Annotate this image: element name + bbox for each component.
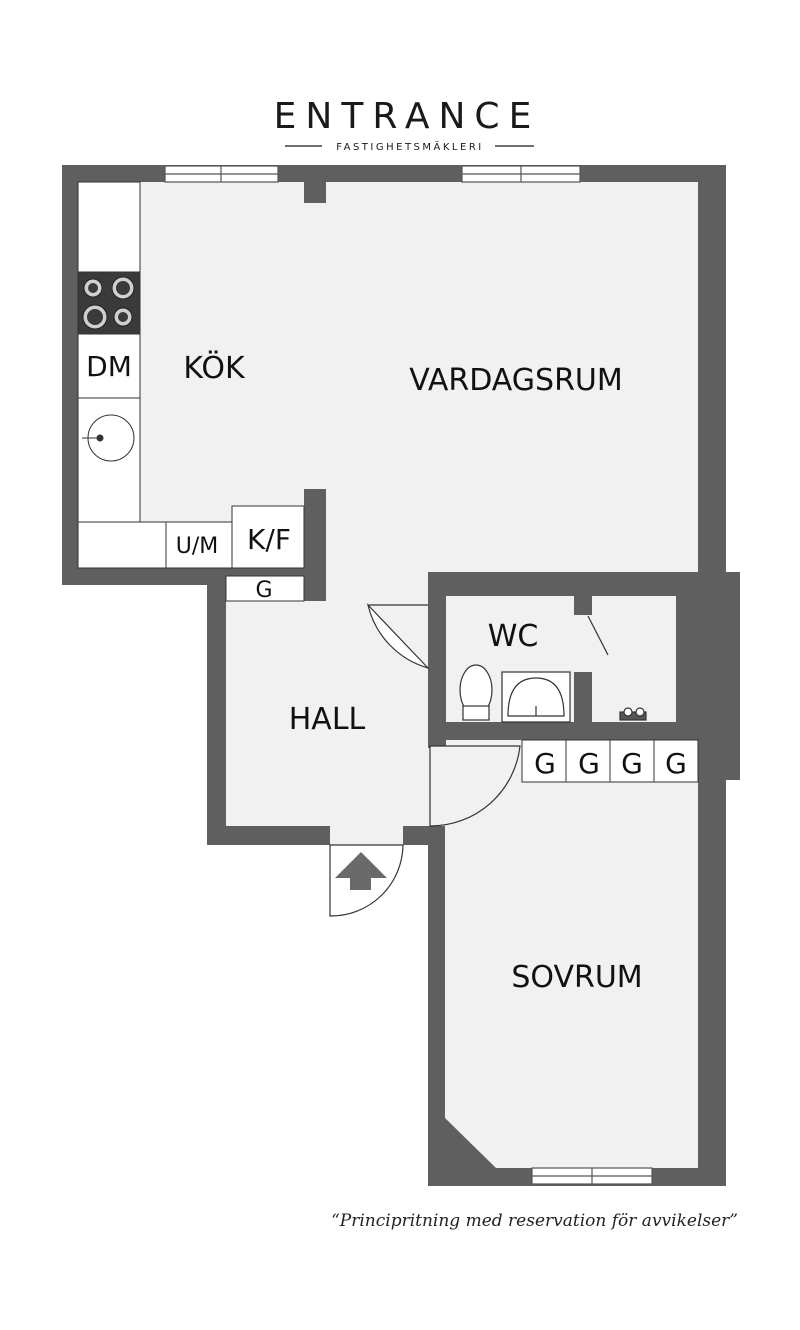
fixture-label-dishwasher: DM — [86, 350, 132, 383]
bedroom-wardrobes — [521, 739, 699, 783]
room-label-kitchen: KÖK — [183, 350, 246, 386]
window-top-right — [461, 165, 581, 183]
floor-bedroom — [445, 740, 698, 1168]
valve-icon — [619, 707, 647, 721]
washbasin-icon — [501, 671, 571, 723]
room-label-living-room: VARDAGSRUM — [409, 363, 623, 398]
dishwasher-box — [77, 333, 141, 399]
fridge-box — [231, 505, 305, 569]
brand-name: ENTRANCE — [274, 96, 541, 137]
kitchen-counter — [77, 181, 305, 602]
wall-hall-wc-top — [428, 572, 446, 622]
fixture-label-fridge-freezer: K/F — [247, 523, 291, 556]
brand-logo: ENTRANCE FASTIGHETSMÄKLERI — [274, 96, 541, 153]
fixture-label-wardrobe-4: G — [665, 747, 687, 780]
fixture-label-wardrobe-3: G — [621, 747, 643, 780]
wall-pillar — [304, 182, 326, 203]
wc-door — [366, 602, 430, 670]
window-top-left — [164, 165, 279, 183]
floor-kitchen-living — [78, 182, 698, 594]
toilet-icon — [459, 664, 493, 721]
fixture-label-hall-wardrobe: G — [255, 578, 272, 603]
wall-kitchen-partition — [304, 489, 326, 601]
fixture-label-wardrobe-1: G — [534, 747, 556, 780]
entrance-arrow-icon — [335, 852, 387, 890]
disclaimer-text: “Principritning med reservation för avvi… — [331, 1211, 738, 1231]
room-label-hall: HALL — [289, 702, 366, 737]
doors — [329, 602, 609, 917]
fixture-label-wardrobe-2: G — [578, 747, 600, 780]
room-label-wc: WC — [488, 619, 539, 654]
wall-hall-wc-bottom — [428, 668, 446, 748]
wall-wc-partition — [574, 672, 592, 722]
bedroom-door — [429, 745, 521, 827]
window-bottom — [531, 1167, 653, 1185]
wc-fixtures — [459, 664, 647, 723]
floors — [78, 182, 698, 1168]
wall-details — [304, 182, 676, 748]
room-label-bedroom: SOVRUM — [511, 960, 642, 995]
wc-partition-line — [587, 615, 609, 656]
hall-wardrobe-box — [225, 575, 305, 602]
fixture-label-microwave: U/M — [176, 534, 219, 559]
windows — [164, 165, 653, 1185]
wall-wc-stub — [574, 596, 592, 615]
microwave-box — [165, 521, 233, 569]
wall-wc-bedroom — [445, 722, 676, 740]
brand-tagline: FASTIGHETSMÄKLERI — [336, 140, 483, 153]
